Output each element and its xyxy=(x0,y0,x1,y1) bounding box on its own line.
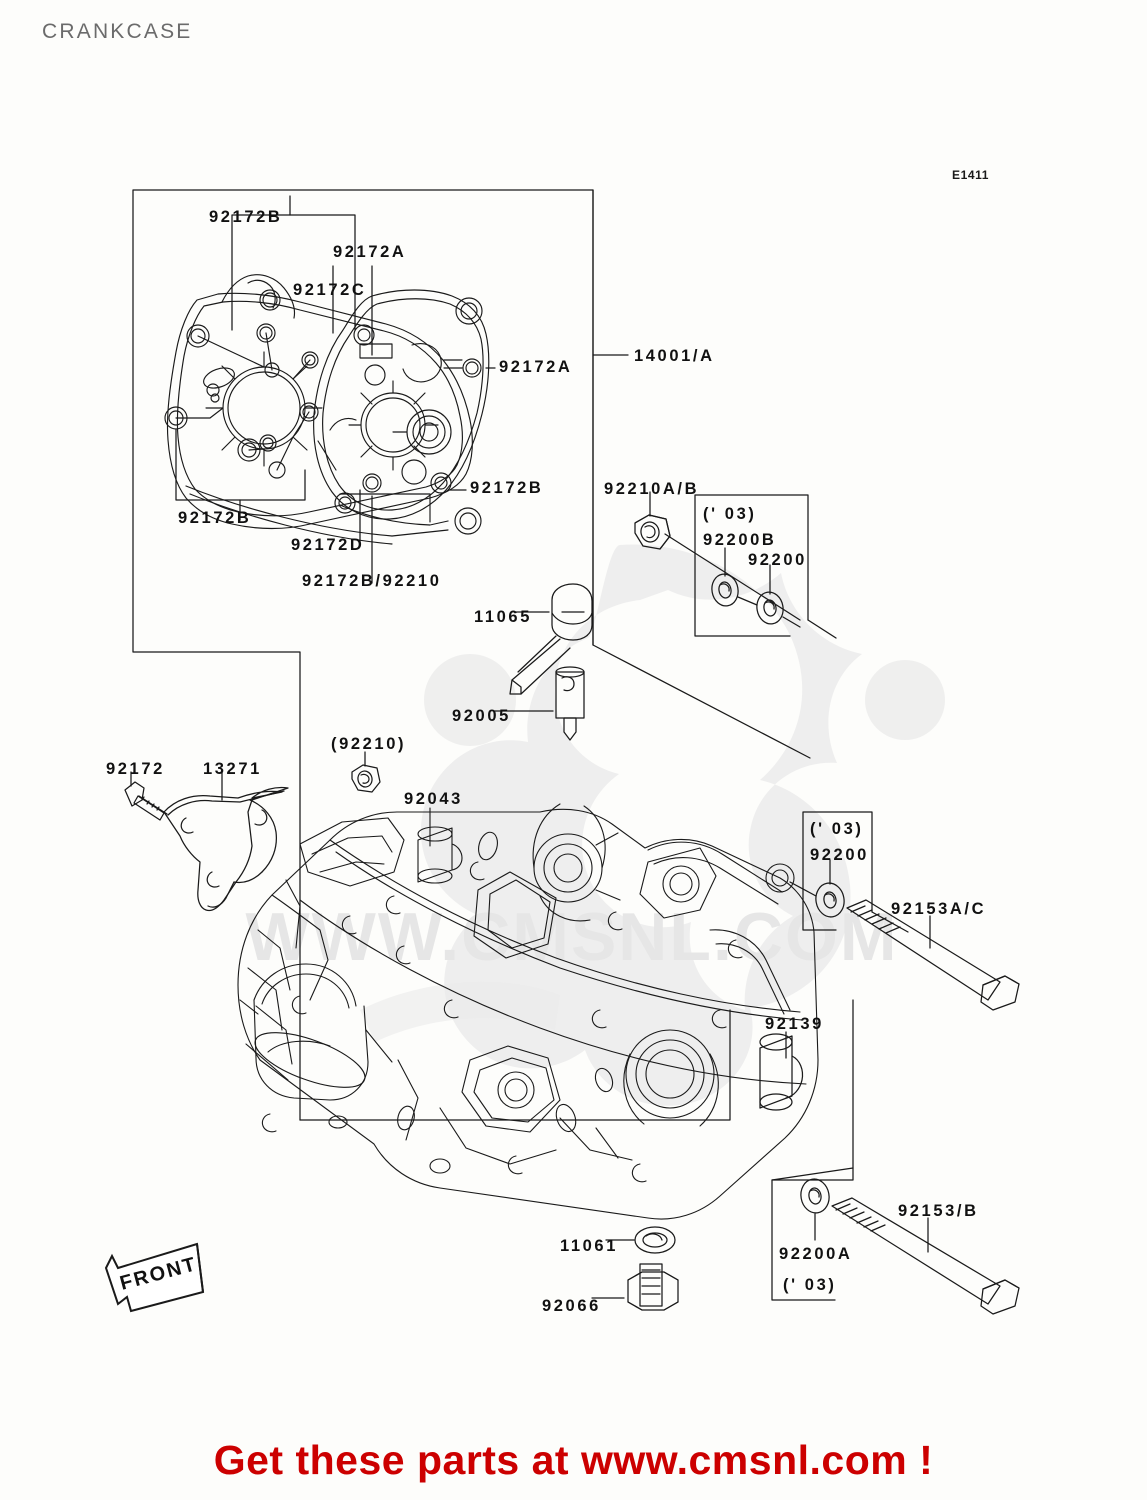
front-arrow-label: FRONT xyxy=(118,1253,200,1295)
part-92043-pin xyxy=(417,826,463,884)
footer-cta[interactable]: Get these parts at www.cmsnl.com ! xyxy=(213,1437,934,1483)
part-label-92172b-right[interactable]: 92172B xyxy=(470,479,544,497)
part-label-92172b-top[interactable]: 92172B xyxy=(209,208,283,226)
part-label-92172c[interactable]: 92172C xyxy=(293,281,367,299)
part-label-92043[interactable]: 92043 xyxy=(404,790,463,808)
group-frame-14001a xyxy=(132,189,811,1121)
part-11065-cap xyxy=(509,583,593,695)
page-title: CRANKCASE xyxy=(42,20,193,43)
link-case-92200right xyxy=(789,881,817,897)
part-label-92172b-92210[interactable]: 92172B/92210 xyxy=(302,572,442,590)
part-label-92172d[interactable]: 92172D xyxy=(291,536,365,554)
part-92066-plug xyxy=(627,1263,679,1311)
part-label-11065[interactable]: 11065 xyxy=(474,608,532,626)
part-92200a-washer xyxy=(800,1178,830,1214)
part-label-92200a[interactable]: 92200A xyxy=(779,1245,853,1263)
part-label-13271[interactable]: 13271 xyxy=(203,760,262,778)
crankcase-body-art xyxy=(237,803,819,1220)
part-label-92172[interactable]: 92172 xyxy=(106,760,165,778)
year-note-03-lower: (' 03) xyxy=(783,1276,837,1294)
part-label-92200[interactable]: 92200 xyxy=(748,551,807,569)
part-label-92210ab[interactable]: 92210A/B xyxy=(604,480,700,498)
part-92200b-washer xyxy=(711,573,739,607)
year-note-03-right: (' 03) xyxy=(810,820,864,838)
part-label-11061[interactable]: 11061 xyxy=(560,1237,618,1255)
part-92210-nut xyxy=(351,764,381,793)
part-13271-plate xyxy=(163,786,289,912)
front-arrow-shape xyxy=(104,1242,205,1313)
crankcase-cover-gasket-art xyxy=(164,274,490,545)
link-92200b-92200 xyxy=(737,596,758,606)
part-92200-washer xyxy=(756,591,784,625)
reference-code: E1411 xyxy=(952,168,990,182)
part-92005-fitting xyxy=(555,666,585,741)
watermark-text: WWW.CMSNL.COM xyxy=(246,899,899,975)
part-92172-bolt xyxy=(124,781,168,821)
part-92139-bushing xyxy=(759,1033,804,1111)
year-note-03-upper: (' 03) xyxy=(703,505,757,523)
part-label-92172a-right[interactable]: 92172A xyxy=(499,358,573,376)
part-label-92066[interactable]: 92066 xyxy=(542,1297,601,1315)
part-label-92200-right[interactable]: 92200 xyxy=(810,846,869,864)
part-label-92210-paren[interactable]: (92210) xyxy=(331,735,407,753)
part-label-14001a[interactable]: 14001/A xyxy=(634,347,715,365)
link-92200-case xyxy=(782,616,801,628)
bracket-92172b-lower xyxy=(175,429,306,521)
part-label-92172b-bottom[interactable]: 92172B xyxy=(178,509,252,527)
part-11061-gasket xyxy=(634,1226,676,1254)
part-label-92172a-top[interactable]: 92172A xyxy=(333,243,407,261)
part-92210ab-nut xyxy=(634,514,671,550)
part-label-92005[interactable]: 92005 xyxy=(452,707,511,725)
part-92200-right-washer xyxy=(815,882,845,918)
part-label-92153ac[interactable]: 92153A/C xyxy=(891,900,987,918)
part-label-92200b[interactable]: 92200B xyxy=(703,531,777,549)
part-label-92153b[interactable]: 92153/B xyxy=(898,1202,979,1220)
part-label-92139[interactable]: 92139 xyxy=(765,1015,824,1033)
